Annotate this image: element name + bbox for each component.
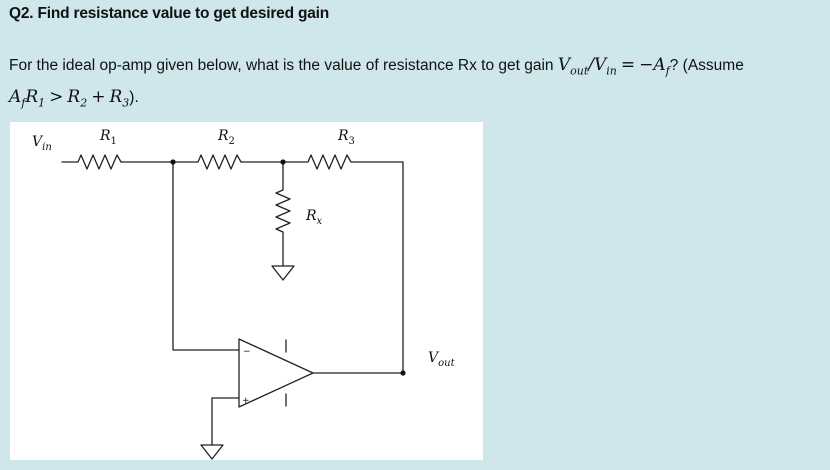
circuit-figure: Vin R1 R2 R3 Rx Vout − + [10, 122, 483, 460]
junction-dot [400, 370, 406, 376]
rx-label: Rx [305, 208, 323, 227]
question-title: Q2. Find resistance value to get desired… [9, 5, 330, 22]
junction-dot [170, 159, 176, 165]
r3-label: R3 [337, 128, 355, 147]
vin-label: Vin [32, 134, 52, 153]
r2-label: R2 [217, 128, 235, 147]
rx-resistor [275, 161, 291, 267]
gain-expression: Vout/Vin=−Af [557, 55, 670, 78]
rx-ground-symbol [271, 265, 295, 281]
assumption-expression: AfR1>R2+R3 [9, 87, 130, 110]
minus-sign: − [243, 347, 251, 357]
r3-resistor [282, 154, 404, 170]
junction-dot [280, 159, 286, 165]
question-text-before: For the ideal op-amp given below, what i… [9, 57, 558, 74]
r1-label: R1 [99, 128, 117, 147]
op-amp-triangle [238, 338, 314, 408]
non-inverting-input-wire [211, 397, 240, 446]
question-text-after: ). [129, 89, 139, 107]
vout-label: Vout [428, 350, 456, 369]
question-text: For the ideal op-amp given below, what i… [9, 52, 809, 117]
circuit-diagram: Vin R1 R2 R3 Rx Vout − + [32, 128, 456, 460]
r1-resistor [61, 154, 174, 170]
plus-sign: + [242, 396, 250, 406]
question-text-middle: ? (Assume [669, 57, 744, 74]
opamp-ground-symbol [200, 444, 224, 460]
inverting-input-wire [172, 161, 240, 351]
r2-resistor [172, 154, 284, 170]
